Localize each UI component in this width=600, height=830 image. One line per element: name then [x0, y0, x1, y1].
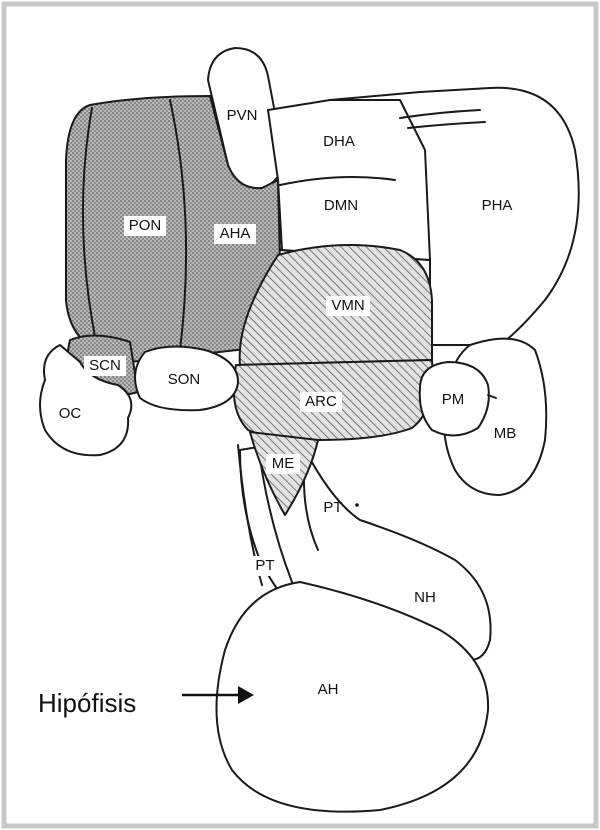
region-dha-dmn: [267, 99, 431, 261]
pm-mb-connector: [487, 394, 497, 399]
region-pm: [418, 361, 490, 437]
label-pvn: PVN: [222, 106, 262, 126]
label-vmn: VMN: [326, 296, 370, 316]
pon-inner-curve-2: [169, 99, 188, 351]
region-oc: [39, 344, 133, 457]
label-arc: ARC: [300, 392, 342, 412]
dha-pha-divider-2: [407, 121, 486, 129]
caption-arrow-head: [238, 686, 254, 704]
label-oc: OC: [59, 405, 82, 422]
svg-text:MB: MB: [494, 425, 517, 442]
svg-text:DMN: DMN: [324, 197, 358, 214]
label-mb: MB: [494, 425, 517, 442]
label-dmn: DMN: [318, 196, 364, 216]
svg-text:AH: AH: [318, 681, 339, 698]
label-me: ME: [266, 454, 300, 474]
caption-hipofisis: Hipófisis: [38, 688, 136, 718]
label-pon: PON: [124, 216, 166, 236]
svg-text:OC: OC: [59, 405, 82, 422]
svg-text:PT: PT: [255, 557, 274, 574]
label-ah: AH: [318, 681, 339, 698]
dha-pha-divider: [399, 109, 481, 119]
svg-text:PHA: PHA: [482, 197, 513, 214]
label-pt-lower: PT: [250, 556, 280, 576]
svg-text:VMN: VMN: [331, 297, 364, 314]
svg-text:AHA: AHA: [220, 225, 251, 242]
label-son: SON: [168, 371, 201, 388]
svg-text:NH: NH: [414, 589, 436, 606]
svg-text:DHA: DHA: [323, 133, 355, 150]
svg-text:PM: PM: [442, 391, 465, 408]
dha-dmn-divider: [279, 175, 396, 186]
label-pm: PM: [442, 391, 465, 408]
svg-text:SCN: SCN: [89, 357, 121, 374]
label-pt-upper: PT: [323, 499, 359, 516]
svg-text:ME: ME: [272, 455, 295, 472]
svg-text:SON: SON: [168, 371, 201, 388]
region-son: [134, 345, 239, 412]
pon-inner-curve-1: [81, 107, 97, 343]
label-pha: PHA: [476, 196, 518, 216]
svg-text:PT: PT: [323, 499, 342, 516]
label-aha: AHA: [214, 224, 256, 244]
svg-text:ARC: ARC: [305, 393, 337, 410]
region-ah: [215, 581, 490, 813]
svg-text:PON: PON: [129, 217, 162, 234]
label-nh: NH: [414, 589, 436, 606]
label-scn: SCN: [84, 356, 126, 376]
svg-text:PVN: PVN: [227, 107, 258, 124]
label-dha: DHA: [318, 132, 360, 152]
